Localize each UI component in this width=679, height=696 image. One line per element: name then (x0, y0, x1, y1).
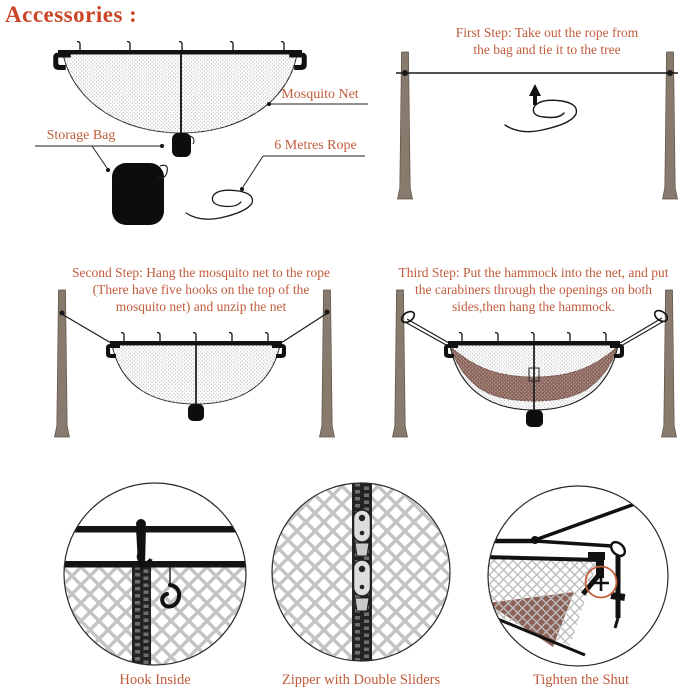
storage-bag-illustration (112, 163, 168, 225)
rope-label: 6 Metres Rope (274, 138, 357, 153)
rope-coil-icon (504, 99, 578, 133)
third-step-illustration (392, 289, 677, 438)
up-arrow-icon (529, 84, 541, 105)
zipper-detail-circle (271, 482, 451, 662)
storage-bag-label: Storage Bag (46, 128, 116, 143)
second-step-illustration (54, 289, 335, 438)
plus-marker-icon (593, 575, 609, 591)
hook-inside-label: Hook Inside (119, 672, 191, 688)
highlight-ring (584, 565, 618, 599)
zipper-slider-icon (352, 559, 372, 612)
tighten-shut-label: Tighten the Shut (532, 672, 630, 688)
suspension-hook-icon (136, 519, 153, 570)
zipper-sliders-label: Zipper with Double Sliders (281, 672, 441, 688)
net-stuff-sack (172, 133, 191, 157)
zipper-slider-icon (352, 509, 372, 557)
mosquito-net-label: Mosquito Net (281, 87, 359, 102)
net-stuff-sack (526, 410, 543, 427)
carabiner-icon (653, 309, 669, 323)
label-leader-lines (35, 102, 368, 191)
rope-coil-icon (185, 189, 254, 220)
mosquito-net-illustration (53, 40, 307, 157)
first-step-illustration (396, 51, 678, 200)
tighten-detail-circle (487, 485, 669, 667)
hook-inside-detail-circle (63, 482, 247, 666)
carabiner-icon (400, 310, 416, 324)
second-step-caption: Second Step: Hang the mosquito net to th… (72, 265, 330, 314)
page-title: Accessories : (5, 2, 138, 27)
s-hook-icon (160, 567, 182, 609)
carabiner-icon (609, 540, 627, 558)
third-step-caption: Third Step: Put the hammock into the net… (398, 265, 669, 314)
net-stuff-sack (188, 404, 204, 421)
first-step-caption: First Step: Take out the rope from the b… (455, 25, 639, 57)
